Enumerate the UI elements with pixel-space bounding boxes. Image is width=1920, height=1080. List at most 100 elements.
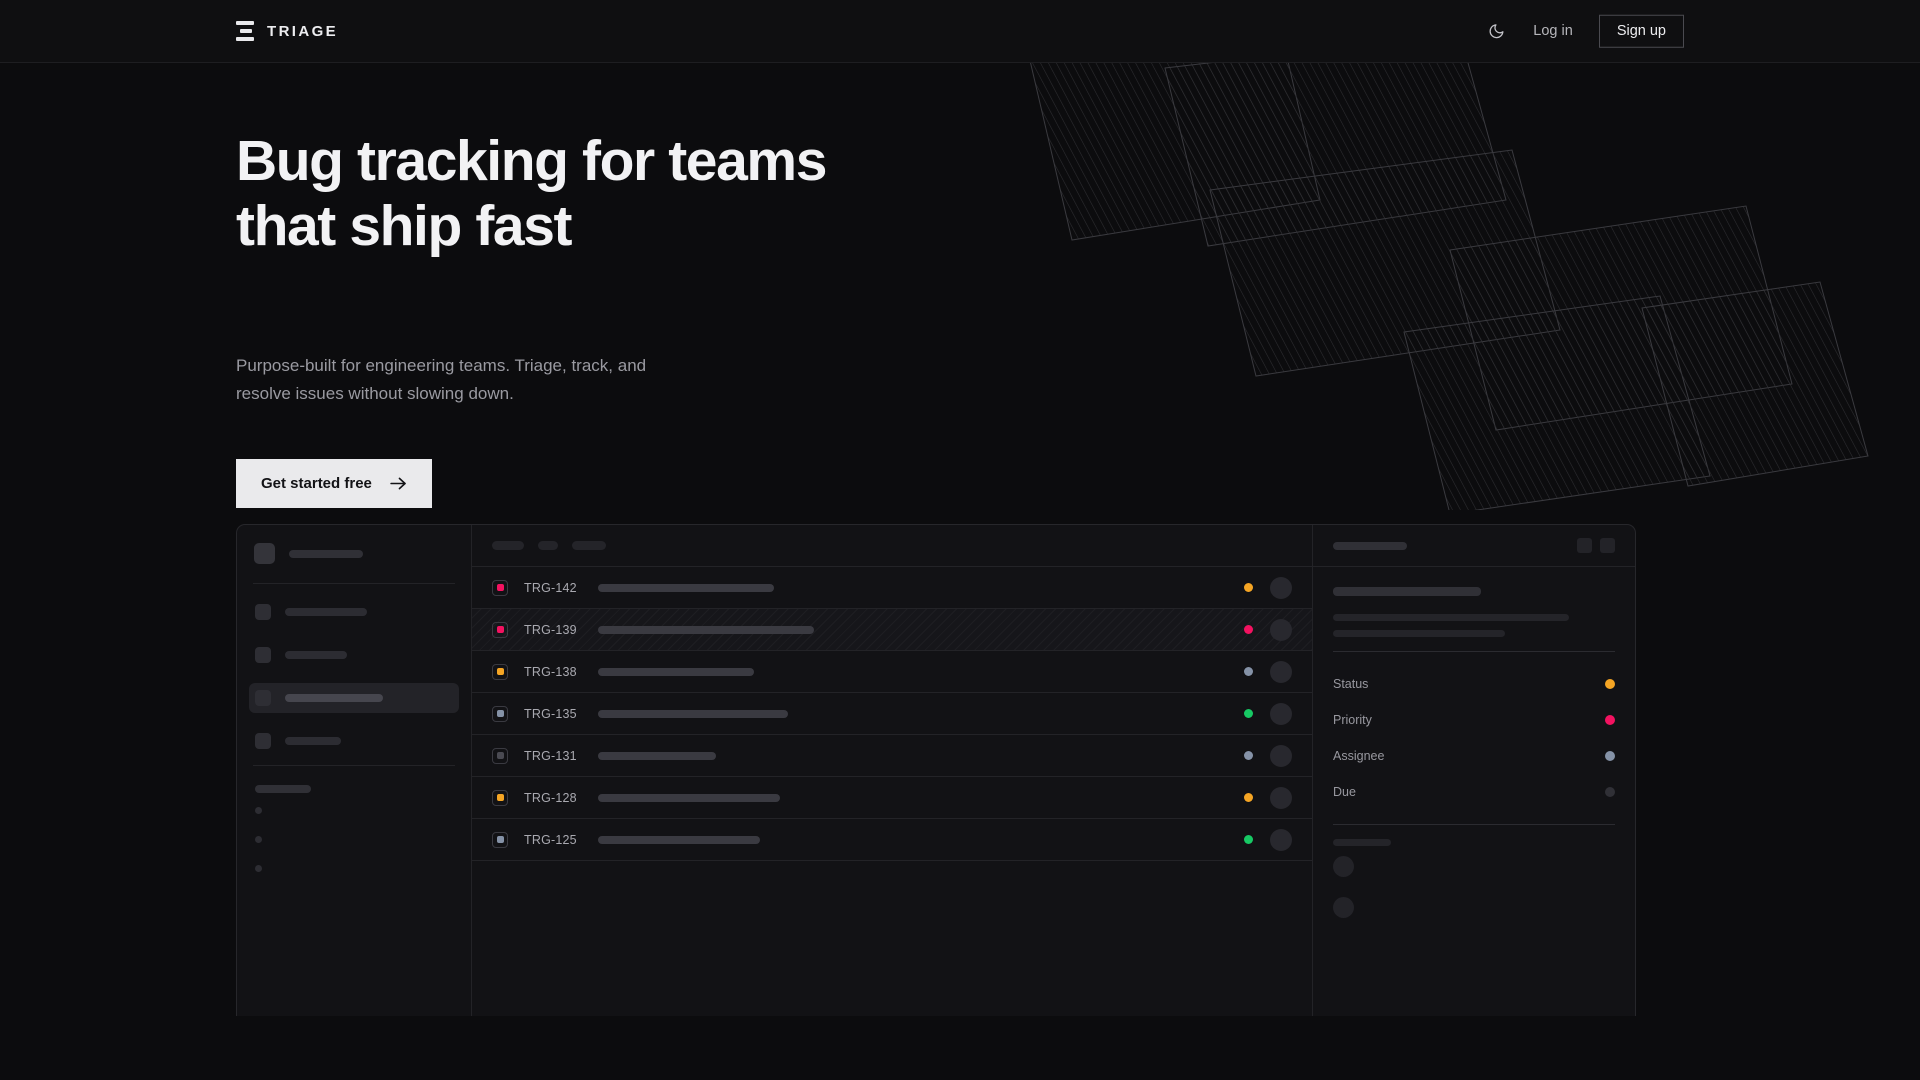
issue-id: TRG-139 [524,622,577,637]
sidebar-divider-bottom [253,765,455,766]
activity-item [1333,887,1615,928]
sidebar-mini-item[interactable] [255,865,262,872]
table-row[interactable]: TRG-135 [472,693,1312,735]
issue-title-skeleton [598,709,788,718]
detail-action-button-1[interactable] [1577,538,1592,553]
detail-meta-label: Due [1333,785,1356,799]
detail-meta-row[interactable]: Assignee [1333,738,1615,774]
activity-list [1333,846,1615,928]
sidebar-item-1[interactable] [249,640,459,670]
issue-list-toolbar [472,525,1312,567]
toolbar-chip-2[interactable] [572,541,606,550]
avatar [1270,576,1292,599]
issue-id: TRG-142 [524,580,577,595]
top-navigation-bar: TRIAGE Log in Sign up [0,0,1920,63]
status-dot [1244,835,1253,844]
detail-meta-label: Priority [1333,713,1372,727]
avatar [1270,744,1292,767]
issue-title-skeleton [598,625,814,634]
workspace-name-skeleton [289,549,363,558]
signup-button[interactable]: Sign up [1598,14,1684,48]
table-row[interactable]: TRG-128 [472,777,1312,819]
avatar [1270,618,1292,641]
page-title: Bug tracking for teams that ship fast [236,129,827,258]
issue-title-skeleton [598,583,774,592]
brand-logo[interactable]: TRIAGE [236,21,338,41]
avatar [1270,828,1292,851]
detail-meta-row[interactable]: Priority [1333,702,1615,738]
issue-id: TRG-128 [524,790,577,805]
issue-id: TRG-131 [524,748,577,763]
get-started-button[interactable]: Get started free [236,459,432,508]
issue-id: TRG-135 [524,706,577,721]
detail-meta-row[interactable]: Status [1333,666,1615,702]
detail-meta-label: Status [1333,677,1369,691]
sidebar-item-3[interactable] [249,726,459,756]
issue-title-skeleton [598,793,780,802]
sidebar-item-2[interactable] [249,683,459,713]
activity-label-skeleton [1333,839,1391,846]
detail-header [1313,525,1635,567]
table-row[interactable]: TRG-139 [472,609,1312,651]
sidebar-mini-list [237,801,471,878]
login-link[interactable]: Log in [1533,23,1573,39]
detail-text-line [1333,614,1569,621]
status-dot [1244,625,1253,634]
detail-heading-skeleton [1333,587,1481,596]
moon-icon[interactable] [1485,20,1507,42]
toolbar-chip-0[interactable] [492,541,524,550]
avatar [1333,897,1354,918]
issue-id: TRG-125 [524,832,577,847]
detail-title-skeleton [1333,541,1407,550]
issue-title-skeleton [598,667,754,676]
toolbar-chip-1[interactable] [538,541,558,550]
detail-action-button-2[interactable] [1600,538,1615,553]
status-dot [1244,583,1253,592]
issue-type-badge [492,663,508,680]
status-dot [1244,667,1253,676]
brand-name: TRIAGE [267,22,339,40]
sidebar-nav-list [237,587,471,762]
workspace-avatar [254,543,275,564]
sidebar-mini-item[interactable] [255,807,262,814]
detail-meta-value-dot [1605,679,1615,689]
detail-divider-2 [1333,824,1615,825]
issue-title-skeleton [598,751,716,760]
avatar [1333,856,1354,877]
table-row[interactable]: TRG-142 [472,567,1312,609]
sidebar-section-label [237,769,471,801]
table-row[interactable]: TRG-131 [472,735,1312,777]
arrow-right-icon [390,477,407,490]
table-row[interactable]: TRG-125 [472,819,1312,861]
nav-actions: Log in Sign up [1485,14,1684,48]
cta-label: Get started free [261,475,372,492]
table-row[interactable]: TRG-138 [472,651,1312,693]
detail-meta-value-dot [1605,751,1615,761]
issue-type-badge [492,831,508,848]
issue-title-skeleton [598,835,760,844]
issue-type-badge [492,579,508,596]
sidebar-item-0[interactable] [249,597,459,627]
avatar [1270,660,1292,683]
stacked-bars-icon [236,21,254,41]
status-dot [1244,751,1253,760]
issue-type-badge [492,705,508,722]
activity-item [1333,846,1615,887]
status-dot [1244,709,1253,718]
detail-text-line [1333,630,1505,637]
detail-meta-row[interactable]: Due [1333,774,1615,810]
status-dot [1244,793,1253,802]
workspace-switcher[interactable] [237,525,471,580]
avatar [1270,786,1292,809]
mockup-sidebar [237,525,472,1016]
sidebar-item-icon [255,690,271,706]
sidebar-item-icon [255,647,271,663]
sidebar-mini-item[interactable] [255,836,262,843]
hero-subtitle: Purpose-built for engineering teams. Tri… [236,356,647,403]
